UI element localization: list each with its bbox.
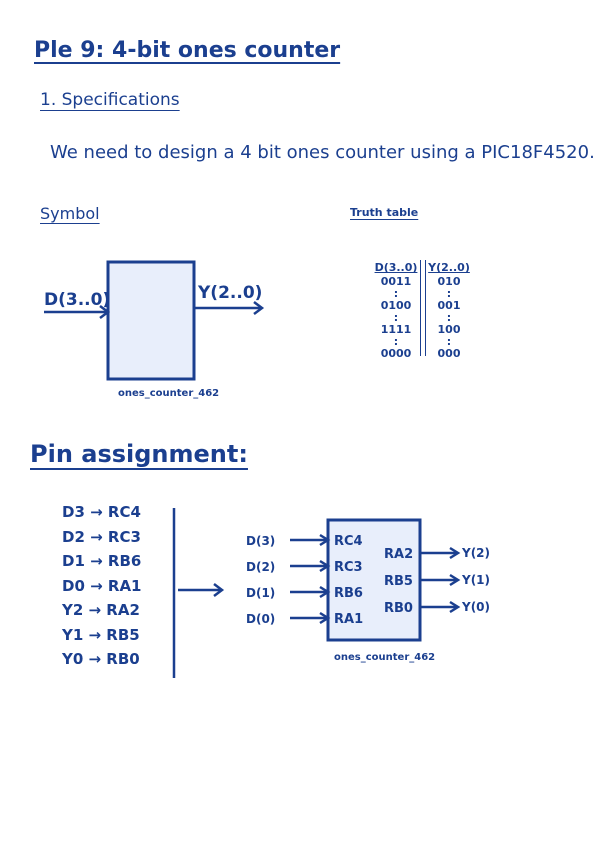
pin-block-name: ones_counter_462	[334, 652, 435, 663]
block-input-d2: D(2)	[246, 560, 275, 574]
truth-table-row: 0100 001	[368, 300, 474, 312]
pin-mapping-d1: D1 → RB6	[62, 552, 142, 570]
block-output-y0: Y(0)	[461, 600, 490, 614]
pin-mapping-y1: Y1 → RB5	[62, 625, 140, 644]
block-input-d0: D(0)	[246, 612, 275, 626]
specifications-text: We need to design a 4 bit ones counter u…	[50, 142, 595, 163]
symbol-input-label: D(3..0)	[44, 290, 110, 310]
pin-mapping-y2: Y2 → RA2	[62, 601, 140, 619]
pin-block-input-arrows	[290, 533, 331, 625]
symbol-heading: Symbol	[40, 204, 100, 223]
block-pin-rc4: RC4	[334, 534, 363, 549]
tt-cell: 100	[437, 323, 461, 336]
pin-mapping-d0: D0 → RA1	[62, 576, 142, 595]
truth-table-row: ::	[368, 336, 474, 348]
symbol-block	[106, 260, 196, 381]
tt-cell: 001	[437, 299, 461, 312]
truth-table-row: 1111 100	[368, 324, 474, 336]
tt-cell: 0000	[380, 347, 412, 360]
pin-assignment-heading: Pin assignment:	[30, 440, 248, 468]
block-pin-ra2: RA2	[384, 547, 413, 562]
pin-block	[326, 518, 422, 642]
pin-block-output-arrows	[420, 546, 461, 614]
tt-cell: 1111	[380, 323, 412, 336]
pin-mapping-list: D3 → RC4 D2 → RC3 D1 → RB6 D0 → RA1 Y2 →…	[62, 500, 142, 672]
block-output-y1: Y(1)	[461, 573, 490, 587]
truth-table-heading: Truth table	[350, 206, 419, 219]
tt-cell: :	[393, 287, 399, 300]
tt-cell: 000	[437, 347, 461, 360]
tt-cell: 0011	[380, 275, 412, 288]
block-pin-rc3: RC3	[334, 560, 363, 575]
tt-cell: :	[446, 311, 452, 324]
truth-table: D(3..0) Y(2..0) 0011 010 :: 0100 001 :: 11…	[368, 260, 474, 360]
truth-table-header: D(3..0) Y(2..0)	[368, 260, 474, 276]
specifications-heading: 1. Specifications	[40, 90, 180, 110]
tt-cell: 0100	[380, 299, 412, 312]
truth-table-header-input: D(3..0)	[374, 261, 418, 274]
tt-cell: :	[446, 335, 452, 348]
block-pin-rb6: RB6	[334, 586, 363, 601]
block-pin-rb5: RB5	[384, 574, 413, 589]
truth-table-header-output: Y(2..0)	[428, 261, 470, 274]
symbol-block-name: ones_counter_462	[118, 388, 219, 399]
block-input-d3: D(3)	[246, 534, 275, 548]
tt-cell: :	[446, 287, 452, 300]
tt-cell: :	[393, 335, 399, 348]
pin-mapping-y0: Y0 → RB0	[62, 650, 140, 668]
block-input-d1: D(1)	[246, 586, 275, 600]
block-output-y2: Y(2)	[461, 546, 490, 560]
truth-table-separator	[420, 260, 426, 356]
block-pin-ra1: RA1	[334, 612, 363, 627]
truth-table-row: 0011 010	[368, 276, 474, 288]
truth-table-row: ::	[368, 312, 474, 324]
truth-table-row: ::	[368, 288, 474, 300]
block-pin-rb0: RB0	[384, 601, 413, 616]
tt-cell: :	[393, 311, 399, 324]
pin-mapping-d2: D2 → RC3	[62, 527, 141, 546]
symbol-output-label: Y(2..0)	[197, 283, 262, 303]
page-title: Ple 9: 4-bit ones counter	[34, 38, 341, 63]
tt-cell: 010	[437, 275, 461, 288]
pin-mapping-d3: D3 → RC4	[62, 503, 141, 521]
